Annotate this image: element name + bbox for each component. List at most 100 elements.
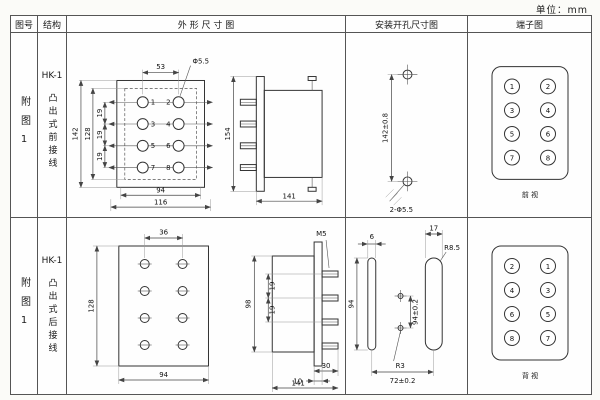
dim-94: 94: [156, 187, 165, 195]
dim-17: 17: [429, 224, 438, 232]
radius-r3: R3: [396, 362, 405, 370]
terminal-number: 7: [510, 154, 514, 162]
row2-mounting-cell: 6 17 R8.5 94 94±0.2 R3 72±0.2: [346, 218, 468, 394]
dim-slot-spacing: 72±0.2: [371, 350, 434, 385]
dim-rear-plate: 128 94: [87, 245, 209, 384]
dim-phi5-5: Φ5.5: [193, 58, 210, 66]
terminal-number: 2: [546, 83, 550, 91]
slot-dims-left: 94: [347, 257, 368, 351]
terminal-number: 8: [166, 164, 170, 172]
radius-r8-5: R8.5: [444, 244, 460, 252]
row2-terminal-cell: 2 1 4 3 6 5 8 7 背 视: [468, 218, 591, 394]
terminal-number: 3: [510, 107, 514, 115]
terminal-number: 2: [166, 99, 170, 107]
model-label: HK-1: [41, 71, 63, 81]
terminal-number: 3: [546, 287, 550, 295]
dim-6: 6: [370, 233, 374, 241]
terminal-number: 4: [510, 287, 515, 295]
fig-no: 附图1: [18, 96, 30, 154]
terminal-block: 1 2 3 4 5 6 7 8: [491, 66, 569, 180]
dim-hole-spacing: 142±0.8: [382, 74, 398, 182]
header-mounting-dims: 安装开孔尺寸图: [346, 16, 468, 33]
dim-rear-span: 36: [144, 228, 184, 258]
relay-front-view: 1 2 3 4 5 6 7 8: [108, 79, 213, 188]
terminal-number: 6: [510, 311, 515, 319]
dim-98: 98: [244, 300, 252, 309]
terminal-diagram-rear-view: 2 1 4 3 6 5 8 7 背 视: [491, 245, 569, 380]
row1-mounting-cell: 142±0.8 2-Φ5.5: [346, 33, 468, 218]
view-label-rear: 背 视: [522, 371, 538, 380]
terminal-number: 8: [510, 335, 514, 343]
row2-structure-cell: HK-1 凸出式后接线: [38, 218, 67, 394]
slot-dims-top: 6 17 R8.5: [357, 224, 460, 262]
row1-structure-cell: HK-1 凸出式前接线: [38, 33, 67, 218]
center-hole-dim: 94±0.2 R3: [393, 295, 419, 370]
structure-label: 凸出式后接线: [46, 278, 57, 356]
row2-fig-no-cell: 附图1: [11, 218, 38, 394]
terminal-number: 7: [151, 164, 155, 172]
model-label: HK-1: [41, 256, 63, 266]
dim-pitch-19: 19: [96, 152, 104, 161]
dim-53: 53: [156, 63, 165, 71]
outline-drawing-rear-wiring: 36 128 94 M5 98: [87, 228, 339, 392]
dim-141: 141: [292, 379, 305, 387]
terminal-number: 2: [510, 263, 514, 271]
dim-bottom-widths: 94 116: [110, 187, 211, 212]
dim-30: 30: [322, 362, 331, 370]
dim-36: 36: [159, 228, 168, 236]
row1-outline-cell: 1 2 3 4 5 6 7 8 53 Φ5.5: [67, 33, 346, 218]
terminal-number: 1: [546, 263, 550, 271]
header-fig-no: 图号: [11, 16, 38, 33]
terminal-number: 6: [546, 131, 550, 139]
terminal-number: 8: [546, 154, 550, 162]
header-structure: 结构: [38, 16, 67, 33]
dim-pitch-19: 19: [269, 306, 277, 315]
dim-10: 10: [293, 377, 302, 385]
dim-94: 94: [347, 299, 355, 308]
row1-terminal-cell: 1 2 3 4 5 6 7 8 前 视: [468, 33, 591, 218]
terminal-block: 2 1 4 3 6 5 8 7: [491, 245, 569, 361]
mounting-holes-rear-wiring: 6 17 R8.5 94 94±0.2 R3 72±0.2: [347, 224, 460, 385]
relay-side-view: 154 141: [224, 76, 323, 206]
terminal-number: 1: [510, 83, 514, 91]
terminal-number: 6: [166, 142, 170, 150]
terminal-number: 1: [151, 99, 155, 107]
fig-no: 附图1: [18, 277, 30, 335]
terminal-number: 3: [151, 121, 155, 129]
dim-left-heights: 142 128 19 19 19: [71, 79, 125, 188]
terminal-number: 5: [151, 142, 155, 150]
mounting-hole-bottom: [397, 171, 418, 192]
header-terminal-diagram: 端子图: [468, 16, 591, 33]
header-outline-dims: 外 形 尺 寸 图: [67, 16, 346, 33]
mounting-holes-front-wiring: 142±0.8 2-Φ5.5: [382, 64, 418, 214]
dim-94: 94: [159, 371, 168, 379]
terminal-number: 5: [510, 131, 514, 139]
dim-141: 141: [283, 193, 296, 201]
row2-outline-cell: 36 128 94 M5 98: [67, 218, 346, 394]
terminal-diagram-front-view: 1 2 3 4 5 6 7 8 前 视: [491, 66, 569, 199]
outline-drawing-front-wiring: 1 2 3 4 5 6 7 8 53 Φ5.5: [71, 58, 323, 212]
dimension-table: 图号 结构 外 形 尺 寸 图 安装开孔尺寸图 端子图 附图1 HK-1 凸出式…: [10, 15, 592, 395]
dim-128: 128: [87, 299, 95, 312]
dim-hole-callout: Φ5.5: [179, 58, 210, 96]
dim-142: 142: [71, 127, 79, 140]
dim-128: 128: [84, 127, 92, 140]
unit-label: 单位：mm: [535, 5, 588, 16]
mounting-hole-top: [397, 64, 418, 85]
dim-terminal-span: 53: [142, 63, 180, 95]
dim-94-02: 94±0.2: [411, 299, 419, 325]
dim-pitch-19: 19: [269, 282, 277, 291]
terminal-number: 7: [546, 335, 550, 343]
mounting-slots: [367, 257, 443, 351]
label-2-phi5-5: 2-Φ5.5: [390, 206, 413, 214]
terminal-number: 5: [546, 311, 550, 319]
structure-label: 凸出式前接线: [46, 93, 57, 171]
row1-fig-no-cell: 附图1: [11, 33, 38, 218]
relay-side-view-rear: M5 98 19 19 30 10 141: [244, 230, 339, 392]
hole-callout: 2-Φ5.5: [385, 184, 413, 214]
relay-rear-view: [118, 245, 209, 367]
terminal-number: 4: [166, 121, 171, 129]
dim-72-02: 72±0.2: [390, 377, 416, 385]
dim-pitch-19: 19: [96, 130, 104, 139]
label-m5: M5: [316, 230, 326, 238]
